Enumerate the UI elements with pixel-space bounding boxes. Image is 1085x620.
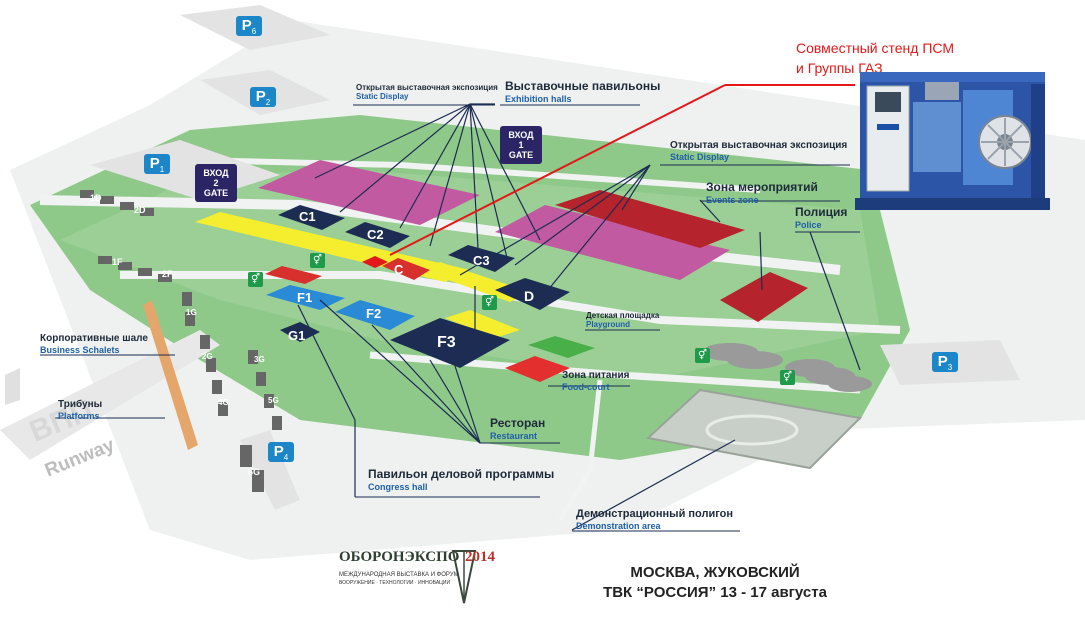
parking-p6-sign: P6 (236, 16, 262, 36)
event-info: МОСКВА, ЖУКОВСКИЙ ТВК “РОССИЯ” 13 - 17 а… (560, 563, 870, 603)
hall-c-label: C (394, 262, 404, 277)
label-platforms: Трибуны Platforms (58, 399, 103, 421)
restroom-icon: ⚥ (310, 253, 325, 268)
demonstration-area (645, 388, 863, 470)
chalet-1d-label: 1D (90, 193, 102, 203)
hall-c1-label: C1 (299, 209, 316, 224)
hall-g1-label: G1 (288, 328, 306, 343)
restroom-icon: ⚥ (248, 272, 263, 287)
label-events-zone: Зона мероприятий Events zone (706, 180, 818, 205)
hall-c2-label: C2 (367, 227, 384, 242)
label-demonstration-area: Демонстрационный полигон Demonstration a… (576, 508, 734, 531)
label-static-display-top: Открытая выставочная экспозиция Static D… (356, 83, 498, 102)
logo-name: ОБОРОНЭКСПО (339, 549, 460, 565)
label-police: Полиция Police (795, 205, 848, 230)
restroom-icon: ⚥ (695, 348, 710, 363)
psm-gaz-stand-marker (362, 256, 388, 268)
oboronexpo-logo: ОБОРОНЭКСПО 2014 МЕЖДУНАРОДНАЯ ВЫСТАВКА … (335, 545, 515, 615)
leader-lines (297, 103, 861, 531)
label-restaurant: Ресторан Restaurant (490, 416, 546, 441)
label-playground: Детская площадка Playground (586, 311, 660, 330)
logo-year: 2014 (465, 549, 495, 565)
hall-f3-block (390, 318, 510, 368)
hall-f1-block (266, 285, 345, 310)
label-underlines (40, 104, 860, 532)
chalet-2d-label: 2D (134, 205, 146, 215)
parking-p3-sign: P3 (932, 352, 958, 372)
logo-subtitle-1: МЕЖДУНАРОДНАЯ ВЫСТАВКА И ФОРУМ (339, 572, 459, 578)
chalet-2g-label: 2G (202, 352, 213, 361)
playground-area (528, 336, 595, 358)
hall-f3-label: F3 (437, 334, 456, 351)
restroom-icon: ⚥ (780, 370, 795, 385)
callout-line-1: Совместный стенд ПСМ (796, 40, 955, 56)
restroom-icon: ⚥ (482, 295, 497, 310)
food-court-area (505, 356, 570, 382)
hall-c3-block (448, 245, 515, 272)
events-zone-1 (555, 190, 745, 248)
chalet-1f-label: 1F (112, 257, 123, 267)
label-congress-hall: Павильон деловой программы Congress hall (368, 467, 555, 492)
chalet-5g-label: 5G (268, 396, 279, 405)
label-exhibition-halls: Выставочные павильоны Exhibition halls (505, 79, 661, 104)
chalet-4g-label: 4G (218, 398, 229, 407)
hall-c2-block (345, 222, 410, 248)
parking-p2-sign: P2 (250, 87, 276, 107)
chalet-3g-label: 3G (254, 355, 265, 364)
chalet-6g-label: 6G (248, 467, 261, 477)
hall-g1-block (280, 322, 320, 342)
event-city: МОСКВА, ЖУКОВСКИЙ (630, 564, 800, 581)
parking-p1-sign: P1 (144, 154, 170, 174)
chalet-rows (80, 190, 282, 492)
events-zone-2 (720, 272, 808, 322)
event-venue-dates: ТВК “РОССИЯ” 13 - 17 августа (603, 584, 827, 601)
logo-subtitle-2: ВООРУЖЕНИЕ · ТЕХНОЛОГИИ · ИННОВАЦИИ (339, 580, 451, 586)
label-static-display-right: Открытая выставочная экспозиция Static D… (670, 140, 848, 162)
chalet-2f-label: 2F (162, 269, 173, 279)
hangars (702, 343, 872, 392)
generator-set-image (855, 72, 1050, 210)
hall-d-label: D (524, 288, 535, 304)
label-business-chalets: Корпоративные шале Business Schalets (40, 333, 148, 355)
label-food-court: Зона питания Food-court (562, 370, 630, 392)
hall-c-block (382, 258, 430, 280)
static-display-zone-top (258, 160, 480, 225)
hall-f2-label: F2 (366, 306, 382, 321)
hall-f1-label: F1 (297, 290, 313, 305)
parking-p4-sign: P4 (268, 442, 294, 462)
static-display-zone-right (495, 205, 730, 280)
hall-c3-label: C3 (473, 253, 490, 268)
parking-p4-area (240, 430, 300, 510)
hall-c1-block (278, 205, 345, 230)
hall-f2-block (335, 300, 415, 330)
platforms-tribune (143, 300, 198, 450)
hall-d-block (495, 278, 570, 310)
chalet-1g-label: 1G (186, 308, 197, 317)
walkway-3 (445, 310, 520, 338)
oboronexpo-emblem (451, 550, 477, 604)
